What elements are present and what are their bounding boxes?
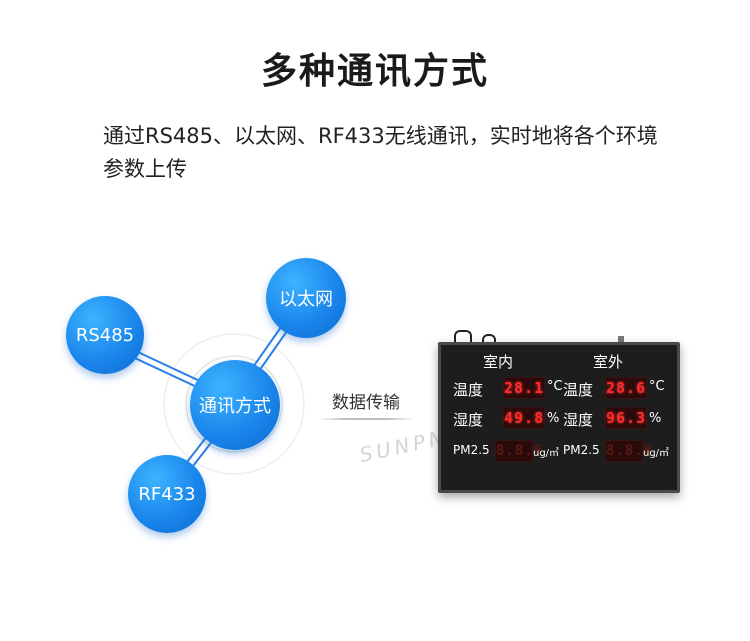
outdoor-temp-label: 温度 xyxy=(563,381,594,399)
data-transfer-label: 数据传输 xyxy=(332,393,400,413)
indoor-pm-label: PM2.5 xyxy=(453,443,490,457)
outdoor-humidity-label: 湿度 xyxy=(563,411,594,429)
node-ethernet: 以太网 xyxy=(266,258,346,338)
outdoor-temp-unit: °C xyxy=(649,379,665,394)
description-text: 通过RS485、以太网、RF433无线通讯，实时地将各个环境参数上传 xyxy=(103,124,658,181)
halo-ring-outer xyxy=(163,333,305,475)
indoor-humidity-unit: % xyxy=(547,411,560,426)
outdoor-header: 室外 xyxy=(593,353,624,371)
outdoor-temp-value: 28.6 xyxy=(605,377,647,399)
node-communication-methods: 通讯方式 xyxy=(190,360,280,450)
outdoor-humidity-value: 96.3 xyxy=(605,407,647,429)
halo-ring-inner xyxy=(185,355,283,453)
indoor-temp-label: 温度 xyxy=(453,381,484,399)
indoor-header: 室内 xyxy=(483,353,514,371)
outdoor-pm-value: 8.8.8 xyxy=(605,440,652,462)
display-board: 室内 室外 温度 28.1 °C 温度 28.6 °C 湿度 49.8 % 湿度… xyxy=(432,330,680,493)
outdoor-humidity-unit: % xyxy=(649,411,662,426)
indoor-temp-unit: °C xyxy=(547,379,563,394)
outdoor-pm-label: PM2.5 xyxy=(563,443,600,457)
node-rf433: RF433 xyxy=(128,455,206,533)
page-title: 多种通讯方式 xyxy=(260,51,489,92)
indoor-temp-value: 28.1 xyxy=(503,377,545,399)
data-transfer-line xyxy=(318,418,416,420)
signal-cable xyxy=(482,334,496,346)
power-cable xyxy=(454,330,472,346)
indoor-humidity-label: 湿度 xyxy=(453,411,484,429)
display-panel: 室内 室外 温度 28.1 °C 温度 28.6 °C 湿度 49.8 % 湿度… xyxy=(438,342,680,493)
indoor-pm-value: 8.8.8 xyxy=(495,440,542,462)
mount-bracket-right xyxy=(618,336,624,344)
outdoor-pm-unit: ug/㎥ xyxy=(643,448,670,459)
node-rs485: RS485 xyxy=(66,296,144,374)
indoor-humidity-value: 49.8 xyxy=(503,407,545,429)
indoor-pm-unit: ug/㎥ xyxy=(533,448,560,459)
